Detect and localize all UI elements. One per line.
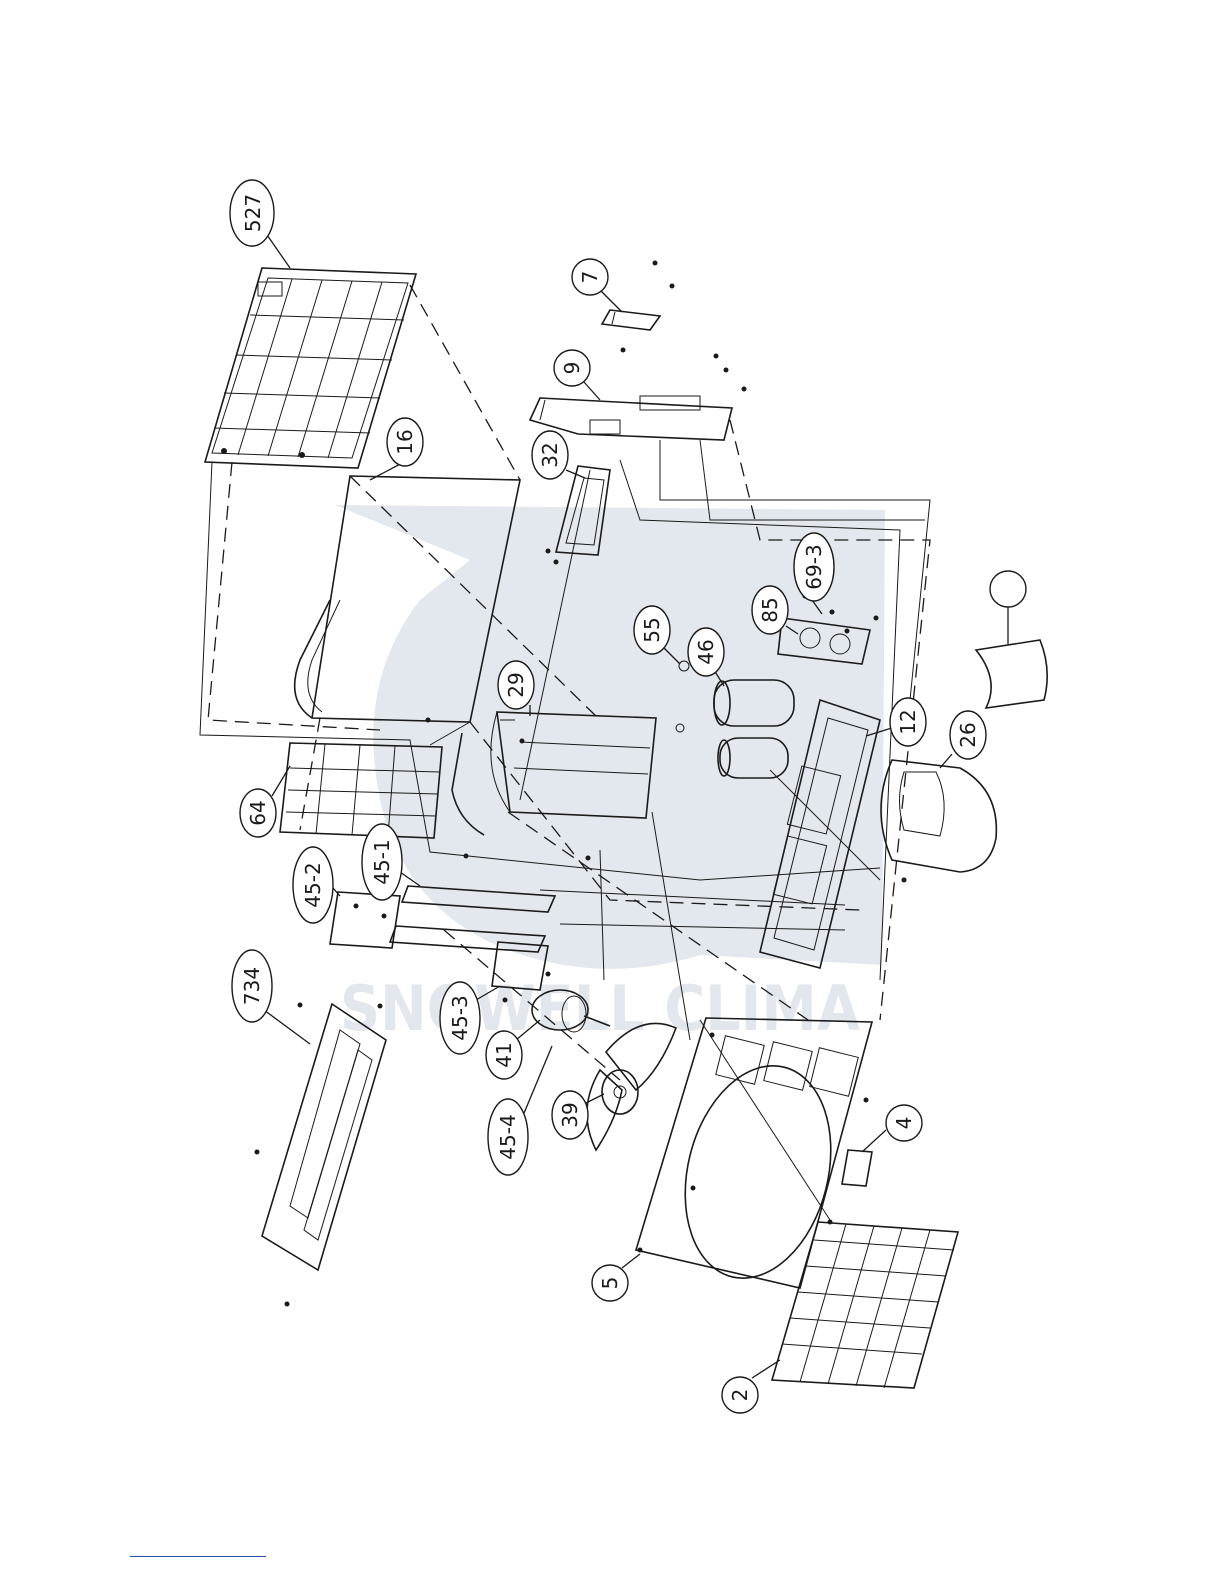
svg-text:29: 29 <box>504 672 528 697</box>
footer-rule <box>130 1556 266 1557</box>
callout-39: 39 <box>552 1091 588 1139</box>
svg-text:12: 12 <box>896 709 920 734</box>
callout-2: 2 <box>722 1377 758 1413</box>
callout-16: 16 <box>387 418 423 466</box>
svg-text:39: 39 <box>558 1102 582 1127</box>
front-panel <box>636 1018 872 1294</box>
callout-69-3: 69-3 <box>794 533 834 601</box>
callout-45-1: 45-1 <box>362 824 402 900</box>
callout-5: 5 <box>592 1265 628 1301</box>
svg-text:64: 64 <box>246 800 270 825</box>
callout-55: 55 <box>634 606 670 654</box>
insulation-cover <box>976 640 1047 708</box>
svg-text:16: 16 <box>393 429 417 454</box>
callout-45-4: 45-4 <box>488 1099 528 1175</box>
svg-text:734: 734 <box>240 967 264 1005</box>
svg-text:7: 7 <box>578 271 602 284</box>
callout-45-3: 45-3 <box>440 982 480 1054</box>
callout-41: 41 <box>486 1031 522 1079</box>
svg-text:85: 85 <box>758 597 782 622</box>
svg-text:2: 2 <box>728 1389 752 1402</box>
svg-text:5: 5 <box>598 1277 622 1290</box>
svg-text:69-3: 69-3 <box>802 544 826 589</box>
svg-text:4: 4 <box>892 1117 916 1130</box>
insulation-jacket <box>881 760 996 872</box>
svg-text:45-4: 45-4 <box>496 1114 520 1159</box>
svg-text:55: 55 <box>640 617 664 642</box>
svg-text:26: 26 <box>956 722 980 747</box>
svg-text:45-3: 45-3 <box>448 995 472 1040</box>
svg-text:45-2: 45-2 <box>301 862 325 907</box>
callout-blank <box>990 571 1026 607</box>
svg-text:41: 41 <box>492 1042 516 1067</box>
svg-text:46: 46 <box>694 639 718 664</box>
callout-527: 527 <box>230 180 274 246</box>
callout-45-2: 45-2 <box>293 847 333 923</box>
top-cover-panel <box>205 268 416 468</box>
callout-85: 85 <box>752 586 788 634</box>
callout-9: 9 <box>554 350 590 386</box>
callout-29: 29 <box>498 661 534 709</box>
callout-734: 734 <box>232 950 272 1022</box>
svg-text:32: 32 <box>538 442 562 467</box>
small-bracket <box>602 310 660 330</box>
svg-text:9: 9 <box>560 362 584 375</box>
callout-32: 32 <box>532 431 568 479</box>
callout-64: 64 <box>240 789 276 837</box>
front-grille <box>772 1222 958 1388</box>
callout-12: 12 <box>890 698 926 746</box>
svg-text:45-1: 45-1 <box>370 839 394 884</box>
callout-4: 4 <box>886 1105 922 1141</box>
callout-46: 46 <box>688 628 724 676</box>
side-top-bracket <box>530 261 747 441</box>
callout-26: 26 <box>950 711 986 759</box>
small-plate <box>842 1150 872 1186</box>
watermark-text: SNOWELL CLIMA <box>340 972 860 1045</box>
svg-text:527: 527 <box>241 194 265 232</box>
side-panel <box>255 1003 387 1307</box>
callout-7: 7 <box>572 259 608 295</box>
